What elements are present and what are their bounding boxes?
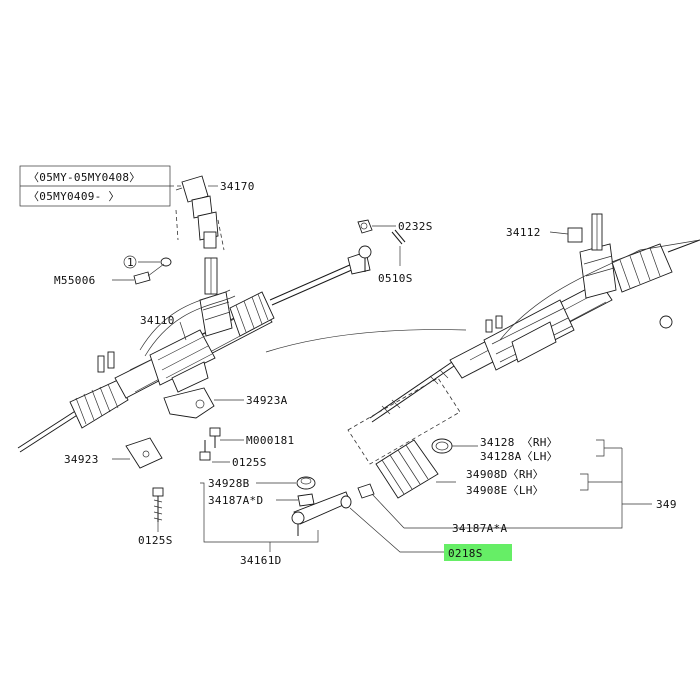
steering-joint xyxy=(175,175,225,251)
label-34170: 34170 xyxy=(220,180,255,193)
variant-notes: 〈05MY-05MY0408〉 〈05MY0409- 〉 xyxy=(19,165,182,207)
label-34908e-lh: 34908E〈LH〉 xyxy=(466,484,544,497)
label-34128a-lh: 34128A〈LH〉 xyxy=(480,450,558,463)
left-boot xyxy=(69,379,129,429)
label-0125s-a: 0125S xyxy=(232,456,267,469)
bracket-34923a xyxy=(163,387,221,448)
label-0510s: 0510S xyxy=(378,272,413,285)
pin-0510s xyxy=(391,229,406,245)
nut-0232s xyxy=(357,219,373,234)
label-34161d: 34161D xyxy=(240,554,282,567)
label-m55006: M55006 xyxy=(54,274,96,287)
bolt-0125s-a xyxy=(199,440,211,461)
inner-rod-dashed-box xyxy=(347,377,461,465)
label-0125s-b: 0125S xyxy=(138,534,173,547)
bolt-m55006 xyxy=(133,257,172,285)
label-34923: 34923 xyxy=(64,453,99,466)
left-rack-right-boot xyxy=(229,291,275,337)
label-m000181: M000181 xyxy=(246,434,294,447)
washer-0218s xyxy=(340,495,352,509)
tie-rod-end-34161d xyxy=(291,491,351,536)
highlight-0218s[interactable]: 0218S xyxy=(444,544,512,561)
circled-number-1: 1 xyxy=(123,255,137,269)
label-34908d-rh: 34908D〈RH〉 xyxy=(466,468,544,481)
label-0232s: 0232S xyxy=(398,220,433,233)
variant-note-1: 〈05MY-05MY0408〉 xyxy=(28,171,141,184)
variant-note-2: 〈05MY0409- 〉 xyxy=(28,190,120,203)
label-34923a: 34923A xyxy=(246,394,288,407)
highlight-box[interactable] xyxy=(444,544,512,561)
right-steering-rack xyxy=(369,213,700,423)
clip-34128 xyxy=(431,438,453,454)
label-34112: 34112 xyxy=(506,226,541,239)
boot-34928b xyxy=(296,476,316,490)
bracket-34923 xyxy=(125,437,163,469)
label-34110: 34110 xyxy=(140,314,175,327)
circled-number-text: 1 xyxy=(127,256,134,269)
label-34928b: 34928B xyxy=(208,477,250,490)
boot-34908 xyxy=(375,439,439,499)
separation-curve xyxy=(265,329,467,353)
nut-34187a-d xyxy=(297,493,315,507)
label-34187a-a: 34187A*A xyxy=(452,522,507,535)
label-34128-rh: 34128 〈RH〉 xyxy=(480,436,558,449)
bolt-0125s-b xyxy=(152,487,164,522)
right-rack-boot xyxy=(611,243,673,293)
nut-34187a-a xyxy=(357,483,375,499)
label-0218s[interactable]: 0218S xyxy=(448,547,483,560)
label-349-cut: 349 xyxy=(656,498,677,511)
left-steering-rack xyxy=(17,245,372,453)
leader-lines xyxy=(112,185,652,553)
label-34187a-d: 34187A*D xyxy=(208,494,263,507)
